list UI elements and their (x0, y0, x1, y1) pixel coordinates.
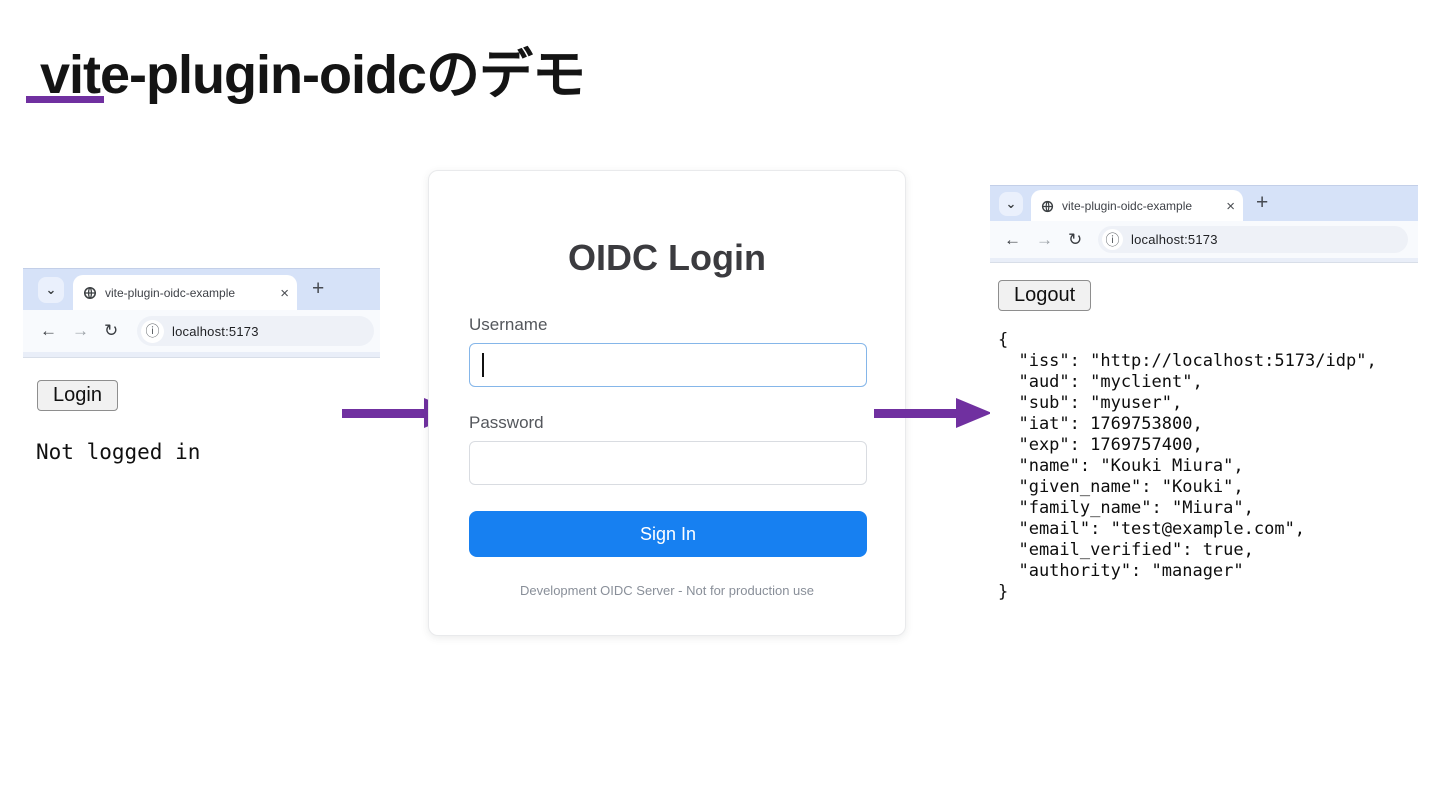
toolbar-divider (23, 352, 380, 358)
site-info-icon[interactable]: ⓘ (1102, 229, 1123, 250)
username-label: Username (469, 315, 548, 334)
text-cursor (482, 353, 484, 377)
reload-icon[interactable]: ↻ (1068, 229, 1083, 249)
browser-window-logged-in: ⌄ vite-plugin-oidc-example × + ← → ↻ ⓘ l (990, 185, 1418, 625)
oidc-login-card: OIDC Login Username Password Sign In Dev… (428, 170, 906, 636)
login-button[interactable]: Login (37, 380, 118, 411)
forward-icon[interactable]: → (72, 321, 89, 340)
dev-server-note: Development OIDC Server - Not for produc… (519, 583, 815, 598)
chevron-down-icon: ⌄ (45, 282, 57, 297)
flow-arrow-2 (874, 398, 992, 429)
arrow-shaft (342, 409, 426, 418)
tab-strip: ⌄ vite-plugin-oidc-example × + (990, 185, 1418, 222)
id-token-claims-json: { "iss": "http://localhost:5173/idp", "a… (998, 330, 1377, 602)
page-title: vite-plugin-oidcのデモ (40, 45, 586, 105)
back-icon[interactable]: ← (40, 321, 57, 340)
new-tab-button[interactable]: + (1256, 191, 1269, 214)
reload-icon[interactable]: ↻ (104, 321, 119, 340)
username-field[interactable] (469, 343, 867, 387)
tab-strip: ⌄ vite-plugin-oidc-example × + (23, 268, 380, 311)
tab-vite-plugin-oidc-example[interactable]: vite-plugin-oidc-example × (73, 275, 297, 311)
globe-icon (83, 286, 97, 300)
url-text: localhost:5173 (1131, 232, 1218, 247)
arrow-head-icon (956, 398, 992, 428)
address-bar[interactable]: ⓘ localhost:5173 (1098, 226, 1408, 253)
login-status-text: Not logged in (36, 440, 201, 464)
password-label: Password (469, 413, 544, 432)
close-tab-icon[interactable]: × (280, 284, 289, 302)
sign-in-button[interactable]: Sign In (469, 511, 867, 557)
tab-search-chevron-button[interactable]: ⌄ (999, 192, 1023, 216)
password-field[interactable] (469, 441, 867, 485)
tab-title: vite-plugin-oidc-example (1062, 199, 1193, 213)
tab-title: vite-plugin-oidc-example (105, 286, 236, 300)
back-icon[interactable]: ← (1004, 229, 1021, 249)
forward-icon[interactable]: → (1036, 229, 1053, 249)
new-tab-button[interactable]: + (312, 277, 325, 300)
browser-toolbar: ← → ↻ ⓘ localhost:5173 (23, 310, 380, 352)
address-bar[interactable]: ⓘ localhost:5173 (137, 316, 374, 346)
browser-window-logged-out: ⌄ vite-plugin-oidc-example × + ← → ↻ ⓘ l (23, 268, 380, 483)
url-text: localhost:5173 (172, 323, 259, 339)
login-card-title: OIDC Login (568, 237, 766, 278)
close-tab-icon[interactable]: × (1226, 197, 1235, 215)
toolbar-divider (990, 258, 1418, 263)
arrow-shaft (874, 409, 958, 418)
logout-button[interactable]: Logout (998, 280, 1092, 311)
tab-search-chevron-button[interactable]: ⌄ (38, 277, 64, 303)
tab-vite-plugin-oidc-example[interactable]: vite-plugin-oidc-example × (1031, 190, 1243, 222)
browser-toolbar: ← → ↻ ⓘ localhost:5173 (990, 221, 1418, 258)
title-underline-accent (26, 96, 104, 103)
chevron-down-icon: ⌄ (1005, 196, 1017, 211)
site-info-icon[interactable]: ⓘ (141, 319, 164, 343)
globe-icon (1041, 200, 1054, 213)
